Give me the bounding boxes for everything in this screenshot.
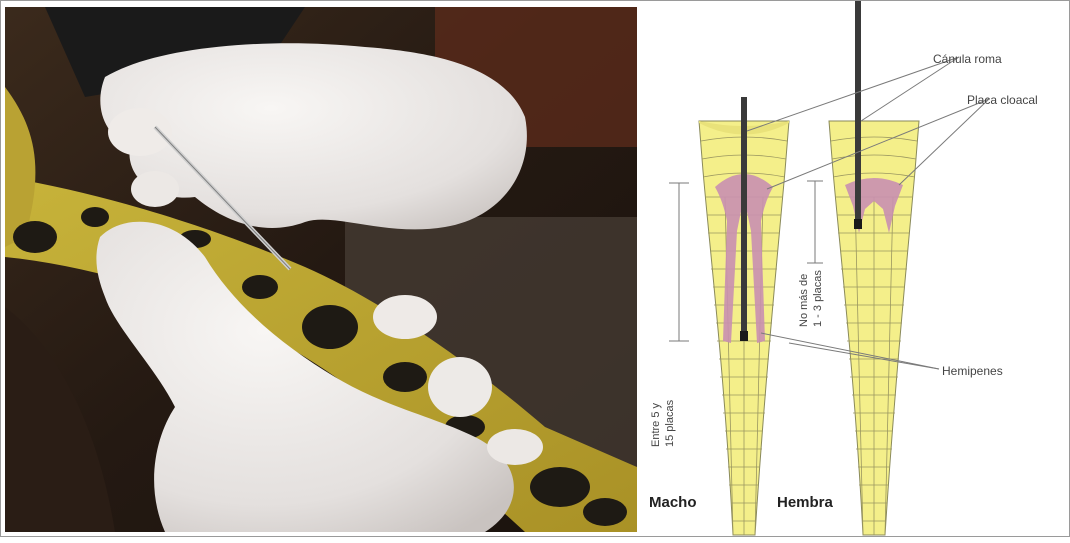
label-female-depth-line2: 1 - 3 placas (812, 270, 824, 327)
male-probe-tip (740, 331, 748, 341)
label-male-depth-line1: Entre 5 y (650, 402, 662, 447)
snake-probing-photo (5, 7, 637, 532)
label-female-depth-line1: No más de (798, 274, 810, 327)
male-probe (741, 97, 747, 339)
label-cannula: Cánula roma (933, 52, 1002, 66)
lower-glove-fingertip-3 (487, 429, 543, 465)
label-hemipenes: Hemipenes (942, 364, 1003, 378)
female-probe-tip (854, 219, 862, 229)
photo-illustration (5, 7, 637, 532)
diagram-svg: Cánula roma Placa cloacal Hemipenes Entr… (637, 1, 1070, 538)
female-tail (829, 1, 919, 535)
label-male: Macho (649, 494, 697, 511)
lower-glove-fingertip-1 (373, 295, 437, 339)
female-probe (855, 1, 861, 227)
label-cloacal-plate: Placa cloacal (967, 93, 1038, 107)
probing-diagram: Cánula roma Placa cloacal Hemipenes Entr… (637, 1, 1070, 538)
label-male-depth-line2: 15 placas (664, 399, 676, 447)
lower-glove-fingertip-2 (428, 357, 492, 417)
male-tail (699, 97, 789, 535)
upper-glove-thumb (131, 171, 179, 207)
label-female: Hembra (777, 494, 834, 511)
